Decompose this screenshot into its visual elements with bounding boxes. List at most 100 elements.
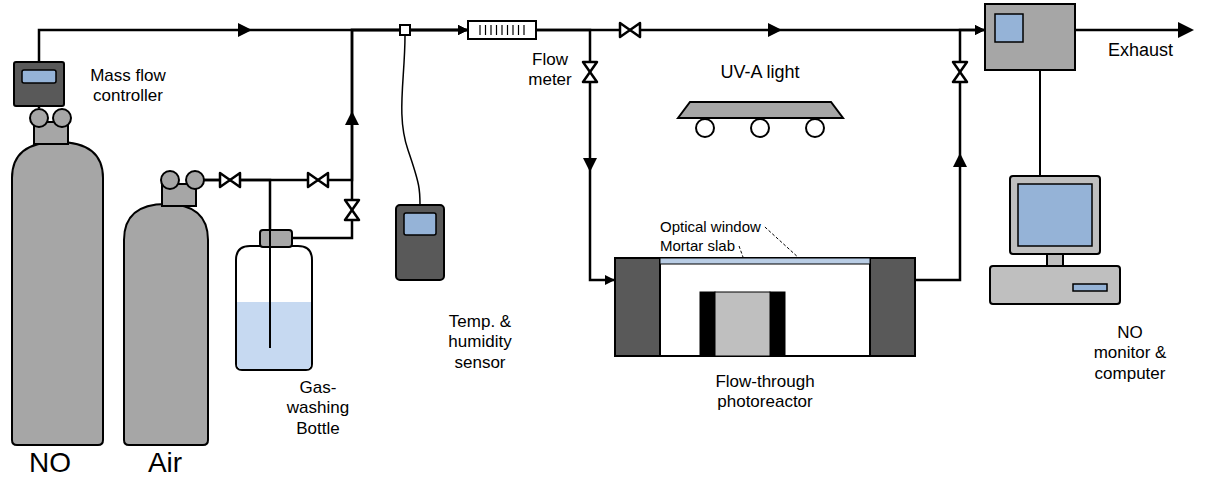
arrow-head (953, 153, 967, 167)
data-cable (1039, 70, 1041, 176)
shape (124, 171, 208, 445)
analyzer-box (985, 4, 1075, 70)
shape-outline (985, 4, 1125, 306)
outlet-label: Exhaust (1108, 40, 1173, 62)
exhaust-line (1075, 29, 1180, 32)
photoreactor: Flow-through photoreactor (615, 258, 915, 356)
lamp-bulb (806, 119, 824, 137)
bottle-body (236, 246, 312, 370)
node-label: Flow-through photoreactor (703, 372, 827, 413)
shape (468, 21, 536, 39)
gas-cylinder (12, 142, 103, 445)
arrow-head (345, 111, 359, 125)
shape-outline (10, 108, 105, 445)
shape (985, 4, 1120, 304)
valve-symbol (620, 23, 640, 37)
shape (396, 205, 444, 280)
node-label: Mass flow controller (80, 66, 176, 107)
arrow-head (1178, 22, 1194, 38)
no-cylinder: NO (10, 108, 105, 445)
screen (1018, 184, 1092, 246)
shape-outline (468, 21, 536, 39)
valve-symbol (953, 62, 967, 82)
display (22, 70, 56, 83)
part-label: Optical window (660, 218, 761, 236)
dip-tube (269, 230, 271, 348)
shape-outline (236, 230, 312, 370)
scale-tick (490, 25, 491, 35)
node-label: NO (10, 446, 90, 480)
shape-outline (122, 170, 210, 445)
shape (14, 62, 64, 106)
cylinder-valve (186, 171, 204, 189)
leader-line (765, 227, 800, 259)
cylinder-valve (53, 109, 71, 127)
gas-cylinder (124, 204, 208, 445)
reactor-end (615, 258, 660, 356)
display (995, 14, 1023, 42)
lamp-housing (678, 102, 843, 118)
node-label: UV-A light (700, 62, 820, 84)
sensor-body (396, 205, 444, 280)
arrow-head (768, 23, 782, 37)
valve-symbol (345, 200, 359, 220)
cylinder-valve (161, 171, 179, 189)
gas-line (195, 30, 468, 180)
scale-tick (518, 25, 519, 35)
exhaust-pipe (1075, 22, 1194, 38)
scale-tick (501, 25, 502, 35)
bottle-cap (260, 230, 292, 247)
gas-washing-bottle: Gas-washing Bottle (236, 230, 312, 370)
reactor-body (615, 258, 915, 356)
node-label: NO monitor & computer (1087, 323, 1173, 384)
part-label: Mortar slab (660, 237, 735, 255)
sensor-probe (400, 25, 410, 35)
controller-body (14, 62, 64, 106)
mortar-slab (715, 292, 770, 356)
shape-outline (396, 205, 444, 280)
shape-outline (678, 92, 843, 154)
scale-tick (507, 25, 508, 35)
sample-holder (770, 292, 785, 356)
cylinder-valve (30, 109, 48, 127)
optical-window (660, 258, 870, 264)
shape (678, 102, 843, 137)
flow-arrows (238, 23, 967, 172)
scale-tick (496, 25, 497, 35)
shape (236, 230, 312, 370)
gas-line (915, 30, 985, 280)
valve-symbol (220, 173, 240, 187)
valve-symbol (583, 62, 597, 82)
reactor-end (870, 258, 915, 356)
shape-outline (14, 62, 64, 106)
flow-meter: Flow meter (468, 21, 536, 39)
node-label: Air (125, 446, 205, 480)
scale-tick (479, 25, 480, 35)
no-analyzer: NO monitor & computer (985, 4, 1125, 306)
node-label: Temp. & humidity sensor (437, 312, 523, 373)
water (237, 302, 311, 369)
meter-body (468, 21, 536, 39)
computer-monitor (1010, 176, 1100, 254)
sample-holder (700, 292, 715, 356)
display (404, 213, 436, 235)
valve-symbol (308, 173, 328, 187)
gas-line (536, 29, 985, 32)
air-cylinder: Air (122, 170, 210, 445)
arrow-head (238, 23, 252, 37)
node-label: Flow meter (520, 50, 580, 91)
gas-line (195, 180, 270, 230)
computer-case (990, 266, 1120, 304)
lamp-bulb (696, 119, 714, 137)
shape (615, 258, 915, 356)
valves (220, 23, 967, 220)
scale-tick (485, 25, 486, 35)
scale-tick (523, 25, 524, 35)
uv-lamp: UV-A light (678, 92, 843, 154)
arrow-head (583, 158, 597, 172)
sensor-box: Temp. & humidity sensor (396, 205, 444, 280)
node-label: Gas-washing Bottle (278, 378, 358, 439)
monitor-stand (1047, 254, 1063, 266)
sensor-wire (402, 35, 420, 205)
